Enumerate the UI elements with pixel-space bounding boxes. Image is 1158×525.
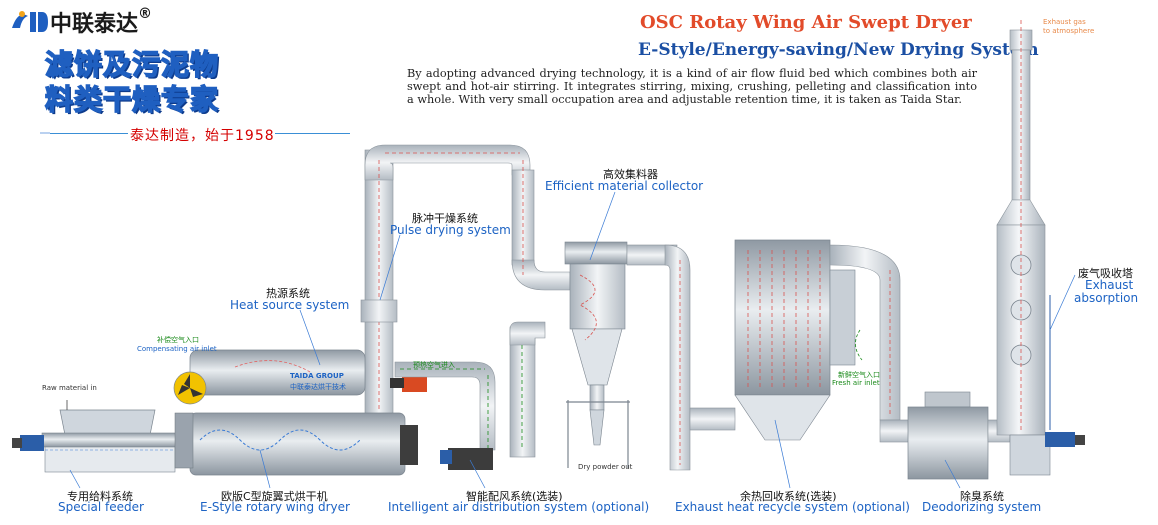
rotary-wing-dryer	[173, 349, 427, 476]
brand-name: 中联泰达®	[50, 6, 153, 37]
air-dist-en-label: Intelligent air distribution system (opt…	[388, 500, 650, 514]
since-text: 泰达制造，始于1958	[130, 128, 275, 144]
since-rule-right	[275, 133, 350, 134]
fresh-air-cn-label: 新鲜空气入口	[838, 371, 880, 379]
logo-icon	[12, 11, 48, 32]
exhaust-cn-label: 废气吸收塔	[1078, 267, 1133, 280]
leader-lines	[40, 132, 1076, 489]
preheat-air-label: 预热空气进入	[413, 361, 455, 369]
deodor-cn-label: 除臭系统	[960, 490, 1004, 503]
exhaust-tower	[996, 20, 1085, 476]
drum-logo-label: TAIDA GROUP	[290, 372, 344, 380]
comp-air-cn-label: 补偿空气入口	[157, 336, 199, 344]
page-title: OSC Rotay Wing Air Swept Dryer	[640, 12, 972, 33]
material-collector	[564, 241, 691, 471]
exhaust-en1-label: Exhaust	[1085, 278, 1134, 292]
raw-material-label: Raw material in	[42, 384, 97, 392]
heat-recycle-unit	[689, 239, 901, 441]
exhaust-en2-label: absorption	[1074, 291, 1139, 305]
feeder-cn-label: 专用给料系统	[67, 490, 133, 503]
description: By adopting advanced drying technology, …	[407, 67, 977, 106]
feeder-unit	[12, 400, 193, 473]
air-dist-cn-label: 智能配风系统(选装)	[466, 490, 563, 503]
heat-cn-label: 热源系统	[266, 287, 310, 300]
dryer-en-label: E-Style rotary wing dryer	[200, 500, 350, 514]
deodorizing-unit	[879, 391, 1011, 480]
drum-text-label: 中联泰达烘干技术	[290, 383, 346, 391]
slogan-line-2: 料类干燥专家	[44, 82, 220, 117]
exhaust-gas-label-2: to atmosphere	[1043, 27, 1095, 35]
deodor-en-label: Deodorizing system	[922, 500, 1042, 514]
brand-logo	[8, 6, 48, 36]
feeder-en-label: Special feeder	[58, 500, 144, 514]
dryer-cn-label: 欧版C型旋翼式烘干机	[221, 490, 328, 503]
slogan-line-1: 滤饼及污泥物	[44, 47, 220, 82]
exhaust-gas-label-1: Exhaust gas	[1043, 18, 1086, 26]
page-subtitle: E-Style/Energy-saving/New Drying System	[638, 40, 1039, 60]
pulse-en-label: Pulse drying system	[390, 223, 511, 237]
collector-en-label: Efficient material collector	[545, 179, 704, 193]
pulse-dryer-pipe	[360, 144, 571, 421]
heat-en-label: Heat source system	[230, 298, 350, 312]
heat-recycle-en-label: Exhaust heat recycle system (optional)	[675, 500, 910, 514]
fresh-air-en-label: Fresh air inlet	[832, 379, 880, 387]
since-rule-left	[50, 133, 128, 134]
dry-powder-label: Dry powder out	[578, 463, 633, 471]
collector-cn-label: 高效集料器	[603, 168, 658, 181]
pulse-cn-label: 脉冲干燥系统	[412, 212, 478, 225]
heat-recycle-cn-label: 余热回收系统(选装)	[740, 490, 837, 503]
air-distribution-pipe	[394, 321, 546, 470]
comp-air-en-label: Compensating air inlet	[137, 345, 217, 353]
